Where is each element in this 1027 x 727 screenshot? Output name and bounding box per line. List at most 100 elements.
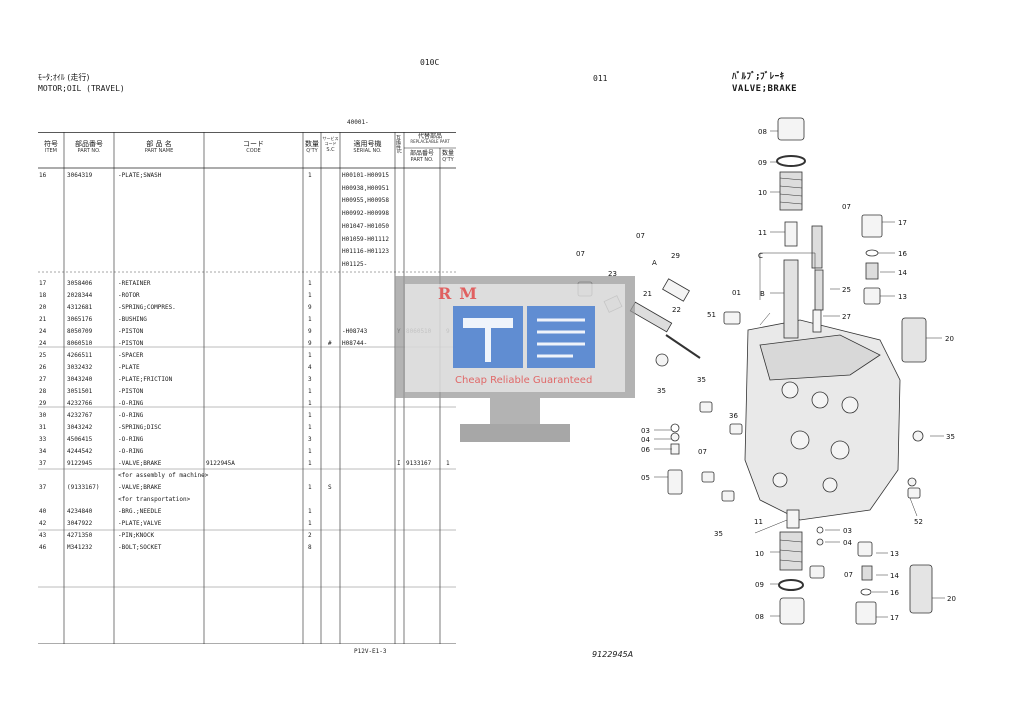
cell-qty: 1 (308, 291, 312, 299)
table-row: H01116-H01123 (38, 246, 456, 258)
callout-A: A (652, 259, 657, 267)
spring-14-top (865, 262, 879, 280)
callout-35-right: 35 (946, 433, 955, 441)
cell-item: 31 (39, 423, 47, 431)
cell-qty: 1 (308, 447, 312, 455)
cell-qty: 9 (308, 327, 312, 335)
cell-item: 29 (39, 399, 47, 407)
cell-qty: 9 (308, 303, 312, 311)
plug-17-top (861, 214, 883, 238)
cell-name: -SPRING;COMPRES. (118, 303, 176, 311)
callout-07: 07 (842, 203, 851, 211)
cell-name: <for transportation> (118, 495, 191, 503)
table-row: <for assembly of machine> (38, 470, 456, 482)
cell-part: 3051501 (67, 387, 93, 395)
right-footer-code: 9122945A (592, 650, 634, 659)
callout-B: B (760, 290, 765, 298)
table-row: <for transportation> (38, 494, 456, 506)
cell-serial: H00938,H00951 (342, 184, 389, 192)
cell-rep: 9133167 (406, 459, 432, 467)
cell-code: 9122945A (206, 459, 235, 467)
callout-05: 05 (641, 474, 650, 482)
cell-name: -VALVE;BRAKE (118, 483, 162, 491)
cell-qty: 8 (308, 543, 312, 551)
table-row: H01047-H01050 (38, 221, 456, 233)
cell-part: M341232 (67, 543, 93, 551)
cell-part: 3058406 (67, 279, 93, 287)
callout-51: 51 (707, 311, 716, 319)
cell-serial: H01116-H01123 (342, 248, 389, 256)
callout-09: 09 (758, 159, 767, 167)
cell-name: -BRG.;NEEDLE (118, 507, 162, 515)
cell-qty: 3 (308, 375, 312, 383)
cell-qty: 1 (308, 459, 312, 467)
callout-29: 29 (671, 252, 680, 260)
spring-10-top (779, 171, 803, 211)
callout-21: 21 (643, 290, 652, 298)
cell-name: -O-RING (118, 435, 144, 443)
cell-name: -VALVE;BRAKE (118, 459, 162, 467)
callout-06: 06 (641, 446, 650, 454)
cell-item: 43 (39, 531, 47, 539)
cell-item: 37 (39, 459, 47, 467)
cell-name: -O-RING (118, 447, 144, 455)
oring-09-top (776, 155, 806, 167)
cell-part: 4271350 (67, 531, 93, 539)
cell-qty: 1 (308, 351, 312, 359)
cell-qty: 1 (308, 399, 312, 407)
cell-item: 25 (39, 351, 47, 359)
callout-52: 52 (914, 518, 923, 526)
callout-08-bottom: 08 (755, 613, 764, 621)
callout-01: 01 (732, 289, 741, 297)
cell-part: 9122945 (67, 459, 93, 467)
cap-13-top (863, 287, 881, 305)
cell-name: -SPRING;DISC (118, 423, 162, 431)
cell-item: 34 (39, 447, 47, 455)
fitting-20-bottom (909, 564, 933, 614)
cell-item: 20 (39, 303, 47, 311)
callout-C: C (758, 252, 763, 260)
callout-10: 10 (758, 189, 767, 197)
cell-item: 33 (39, 435, 47, 443)
cell-serial: H01047-H01050 (342, 222, 389, 230)
callout-07-left: 07 (576, 250, 585, 258)
cell-serial: H00992-H00998 (342, 210, 389, 218)
callout-10-bottom: 10 (755, 550, 764, 558)
cell-name: -SPACER (118, 351, 144, 359)
cell-qty: 1 (308, 315, 312, 323)
cell-item: 37 (39, 483, 47, 491)
cell-name: -PLATE;FRICTION (118, 375, 173, 383)
cell-item: 42 (39, 519, 47, 527)
cell-name: -RETAINER (118, 279, 151, 287)
cell-item: 18 (39, 291, 47, 299)
cell-svc: # (328, 339, 332, 347)
cell-serial: H00101-H00915 (342, 172, 389, 179)
cell-part: 3064319 (67, 172, 93, 179)
cell-qty: 1 (308, 519, 312, 527)
cell-name: -BOLT;SOCKET (118, 543, 162, 551)
cell-part: 4266511 (67, 351, 93, 359)
cell-name: -PISTON (118, 387, 144, 395)
callout-17: 17 (898, 219, 907, 227)
cell-name: -PLATE;SWASH (118, 172, 162, 179)
table-row: H00938,H00951 (38, 183, 456, 195)
cell-item: 16 (39, 172, 47, 179)
cell-item: 26 (39, 363, 47, 371)
callout-27: 27 (842, 313, 851, 321)
table-row: H01125- (38, 259, 456, 271)
cell-serial: H08744- (342, 339, 368, 347)
